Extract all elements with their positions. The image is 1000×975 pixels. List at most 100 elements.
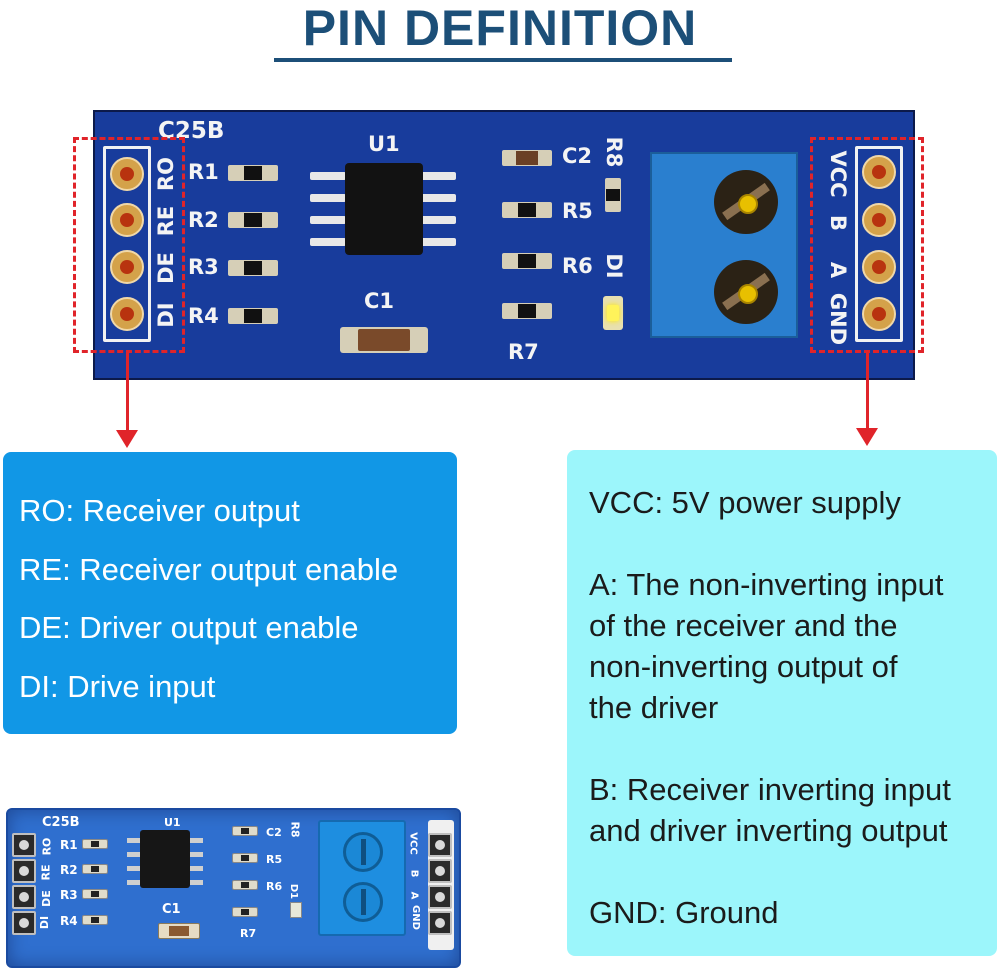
photo-pin (12, 911, 36, 935)
photo-pin (428, 885, 452, 909)
pad-ro (110, 157, 144, 191)
photo-chip-pin (189, 880, 203, 885)
chip-pin (420, 172, 456, 180)
resistor-r8 (605, 178, 621, 212)
photo-r6-part (232, 880, 258, 890)
photo-resistor (82, 839, 108, 849)
res-label-r6: R6 (562, 254, 593, 278)
pad-re (110, 203, 144, 237)
right-arrow-head (856, 428, 878, 446)
photo-r5-part (232, 853, 258, 863)
right-arrow-line (866, 353, 869, 431)
chip-pin (420, 194, 456, 202)
resistor-r7 (502, 303, 552, 319)
chip-pin (310, 194, 346, 202)
photo-r1: R1 (60, 838, 78, 852)
desc-re: RE: Receiver output enable (19, 551, 399, 587)
photo-pin (12, 885, 36, 909)
left-pins-highlight (73, 137, 185, 353)
right-pin-header (855, 146, 903, 342)
pad-vcc (862, 155, 896, 189)
photo-chip-pin (127, 838, 141, 843)
photo-d1: D1 (288, 883, 300, 900)
photo-chip-pin (189, 838, 203, 843)
pad-b (862, 203, 896, 237)
photo-chip-label: U1 (164, 816, 181, 829)
photo-c1: C1 (162, 902, 181, 917)
photo-pin-a: A (408, 891, 420, 900)
right-pin-descriptions: VCC: 5V power supply A: The non-invertin… (567, 450, 997, 956)
photo-r8: R8 (288, 821, 302, 838)
screw-bottom (714, 260, 778, 324)
photo-r6: R6 (266, 880, 283, 893)
photo-r4: R4 (60, 914, 78, 928)
photo-model-label: C25B (42, 815, 80, 830)
res-label-r5: R5 (562, 199, 593, 223)
photo-pin-b: B (408, 869, 420, 878)
cap-label-c2: C2 (562, 144, 593, 168)
left-arrow-head (116, 430, 138, 448)
photo-pin (428, 833, 452, 857)
resistor-r3 (228, 260, 278, 276)
res-label-r1: R1 (188, 160, 219, 184)
left-pin-header (103, 146, 151, 342)
photo-screw-bottom (343, 882, 383, 922)
photo-resistor (82, 864, 108, 874)
photo-chip-pin (189, 852, 203, 857)
photo-pin (12, 833, 36, 857)
photo-r7-part (232, 907, 258, 917)
title-underline (274, 58, 732, 62)
photo-screw-top (343, 832, 383, 872)
photo-pin (428, 859, 452, 883)
photo-r5: R5 (266, 853, 283, 866)
photo-led (290, 902, 302, 918)
desc-ro: RO: Receiver output (19, 493, 300, 528)
photo-pin (428, 911, 452, 935)
desc-di: DI: Drive input (19, 668, 216, 704)
res-label-r2: R2 (188, 208, 219, 232)
chip-pin (310, 172, 346, 180)
cap-label-c1: C1 (364, 289, 395, 313)
res-label-r3: R3 (188, 255, 219, 279)
resistor-r5 (502, 202, 552, 218)
chip-pin (310, 216, 346, 224)
page-title: PIN DEFINITION (302, 0, 698, 56)
desc-a: A: The non-inverting input of the receiv… (589, 567, 944, 725)
resistor-r4 (228, 308, 278, 324)
chip-pin (420, 216, 456, 224)
photo-resistor (82, 889, 108, 899)
resistor-r6 (502, 253, 552, 269)
photo-r7: R7 (240, 927, 257, 940)
led-label-di: DI (602, 253, 626, 279)
desc-gnd: GND: Ground (589, 895, 779, 930)
photo-resistor (82, 915, 108, 925)
photo-chip-pin (127, 866, 141, 871)
photo-c2-part (232, 826, 258, 836)
photo-pin-di: DI (38, 915, 52, 930)
pad-gnd (862, 297, 896, 331)
res-label-r7: R7 (508, 340, 539, 364)
photo-pin-vcc: VCC (407, 832, 419, 855)
pad-de (110, 250, 144, 284)
desc-b: B: Receiver inverting input and driver i… (589, 772, 951, 848)
pad-a (862, 250, 896, 284)
photo-r3: R3 (60, 888, 78, 902)
left-arrow-line (126, 353, 129, 433)
chip-pin (310, 238, 346, 246)
photo-pin-de: DE (39, 890, 53, 907)
photo-capacitor-c1 (158, 923, 200, 939)
desc-de: DE: Driver output enable (19, 610, 359, 645)
photo-c2: C2 (266, 826, 282, 839)
right-pins-highlight (810, 137, 924, 353)
capacitor-c2 (502, 150, 552, 166)
chip-pin (420, 238, 456, 246)
photo-chip-pin (127, 880, 141, 885)
power-led (603, 296, 623, 330)
resistor-r2 (228, 212, 278, 228)
photo-chip-pin (127, 852, 141, 857)
photo-pin-ro: RO (40, 837, 54, 856)
board-model-label: C25B (158, 118, 225, 144)
res-label-r4: R4 (188, 304, 219, 328)
photo-r2: R2 (60, 863, 78, 877)
screw-top (714, 170, 778, 234)
